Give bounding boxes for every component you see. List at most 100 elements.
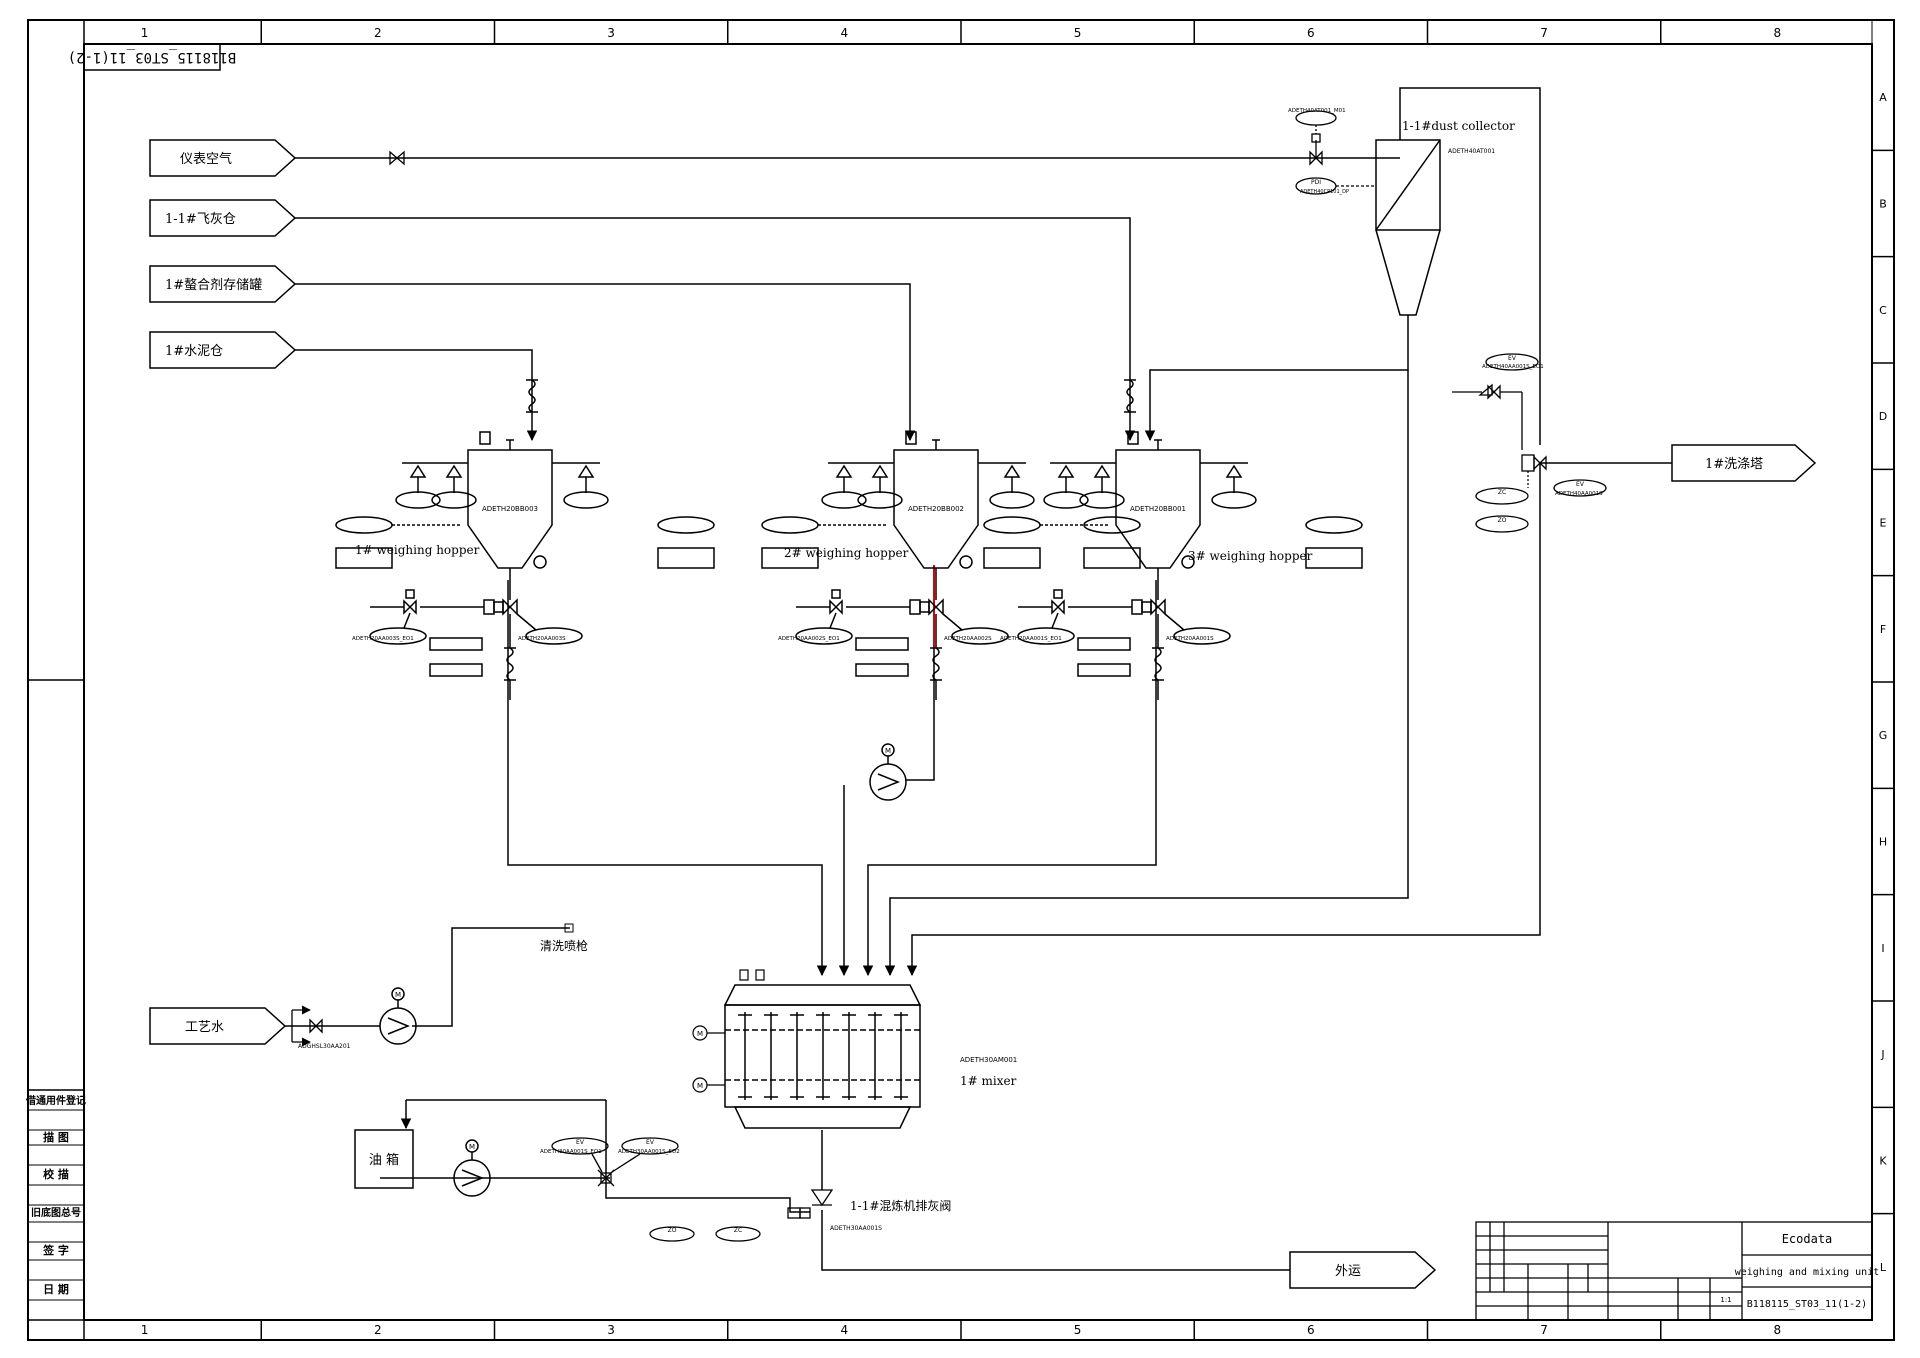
hopper-1-ev-a	[369, 627, 427, 645]
hopper-3-zo	[1077, 663, 1131, 677]
hopper2-pump	[869, 743, 907, 801]
oil-ev-tag-2: ADETH30AA001S_EO2	[618, 1149, 680, 1155]
mixer-motor-m1: M	[697, 1030, 703, 1038]
row-label: I	[1881, 942, 1884, 955]
load-cell-2-0	[835, 464, 853, 478]
hopper-1-ev-b	[525, 627, 583, 645]
col-label-top: 3	[607, 26, 615, 40]
wt-bubble-2-2	[989, 491, 1035, 509]
hopper-1-actuator	[483, 599, 495, 615]
hopper-1-actuator-2	[493, 601, 504, 613]
dust-collector	[1375, 139, 1441, 316]
hopper-3-body	[1115, 449, 1201, 569]
load-cell-2-2	[1003, 464, 1021, 478]
discharge-zo-label: ZO	[668, 1227, 677, 1234]
hopper-2-ev-a	[795, 627, 853, 645]
inlet-bellows-1	[1126, 379, 1134, 413]
wt-zc-label: ZC	[1498, 489, 1506, 496]
oil-ev-label-2: EV	[646, 1139, 655, 1146]
ev-tag-h1a: ADETH20AA003S_EO1	[352, 636, 414, 642]
row-label: C	[1879, 304, 1887, 317]
wt-ev-tag-2: ADETH40AA001S	[1555, 491, 1603, 497]
mixer-discharge-valve	[649, 1189, 834, 1242]
pdi-label: PDI	[1311, 179, 1321, 186]
hopper1-tag: ADETH20BB003	[482, 505, 538, 513]
ev-tag-h1b: ADETH20AA003S	[518, 636, 566, 642]
discharge-zc-label: ZC	[734, 1227, 742, 1234]
col-label-top: 8	[1774, 26, 1782, 40]
stamp-text: B118115_ST03_11(1-2)	[68, 49, 237, 65]
hopper-2-vent	[905, 431, 917, 445]
hopper-3-ev-b-link	[1164, 613, 1185, 631]
row-label: H	[1879, 836, 1887, 849]
wash-tower-valve	[1452, 353, 1607, 533]
row-label: E	[1880, 517, 1887, 530]
title-scale: 1:1	[1720, 1296, 1731, 1304]
mixer-motor-m2: M	[697, 1082, 703, 1090]
row-label: K	[1879, 1155, 1887, 1168]
hopper-3-vibrator	[1181, 555, 1195, 569]
load-cell-1-2	[577, 464, 595, 478]
oil-ev-label-1: EV	[576, 1139, 585, 1146]
hopper-2-sol-coil	[831, 589, 841, 599]
col-label-top: 4	[841, 26, 849, 40]
side-label-4: 旧底图总号	[31, 1206, 81, 1219]
hopper-1-ev-a-link	[403, 612, 411, 629]
side-label-6: 日 期	[43, 1282, 69, 1296]
hopper-1-flex-joint	[506, 647, 514, 681]
hopper-3-vent	[1127, 431, 1139, 445]
weighing-hopper-3	[983, 431, 1363, 700]
wt-ev-label-2: EV	[1576, 481, 1585, 488]
weighing-hopper-2	[761, 431, 1141, 700]
hopper-2-outlet-valve	[928, 598, 944, 616]
ev-tag-h3a: ADETH20AA001S_EO1	[1000, 636, 1062, 642]
hopper-3-ev-b	[1173, 627, 1231, 645]
dc-air-valve	[1295, 110, 1376, 195]
wt-ev-label-1: EV	[1508, 355, 1517, 362]
stream-box-outbound	[1289, 1251, 1437, 1289]
hopper-1-vibrator	[533, 555, 547, 569]
process-lines	[285, 87, 1672, 1271]
hopper-1-sol-coil	[405, 589, 415, 599]
stream-box-process-water	[149, 1007, 287, 1045]
oil-tank-label: 油 箱	[369, 1152, 399, 1168]
oil-pump-motor: M	[469, 1143, 475, 1151]
water-pump	[379, 987, 417, 1045]
row-label: D	[1879, 410, 1887, 423]
hopper-2-sol-valve	[829, 599, 843, 615]
wt-bubble-3-0	[1043, 491, 1089, 509]
hopper-3-ev-a	[1017, 627, 1075, 645]
stream-box-chelant	[149, 265, 297, 303]
hopper-1-wi	[335, 547, 393, 569]
hopper-1-wi-right	[657, 547, 715, 569]
hopper-3-outlet-valve	[1150, 598, 1166, 616]
hopper-1-vent	[479, 431, 491, 445]
mixer-label: 1# mixer	[960, 1074, 1017, 1088]
hopper-3-wi	[983, 547, 1041, 569]
hopper-2-ev-b-link	[942, 613, 963, 631]
hopper2-tag: ADETH20BB002	[908, 505, 964, 513]
hopper-1-body	[467, 449, 553, 569]
row-label: A	[1879, 91, 1887, 104]
stream-box-fly-ash	[149, 199, 297, 237]
row-label: G	[1879, 729, 1888, 742]
inlet-flex-0	[526, 379, 538, 413]
side-label-3: 校 描	[43, 1167, 69, 1181]
stream-label-chelant: 1#螯合剂存储罐	[165, 277, 262, 293]
title-block	[1475, 1221, 1873, 1321]
mixer-tag: ADETH30AM001	[960, 1056, 1017, 1064]
inlet-bellows-0	[528, 379, 536, 413]
title-drawing-no: B118115_ST03_11(1-2)	[1747, 1299, 1867, 1310]
hopper-3-zc	[1077, 637, 1131, 651]
col-label-top: 5	[1074, 26, 1082, 40]
stream-label-fly-ash: 1-1#飞灰仓	[165, 212, 236, 227]
hopper2-pump-motor: M	[885, 747, 891, 755]
stream-label-cement: 1#水泥仓	[165, 344, 223, 359]
instrument-air-valve	[389, 150, 405, 166]
hopper-2-actuator	[909, 599, 921, 615]
oil-pump	[453, 1139, 491, 1197]
hopper-2-wi-right	[1083, 547, 1141, 569]
col-label-top: 7	[1540, 26, 1548, 40]
